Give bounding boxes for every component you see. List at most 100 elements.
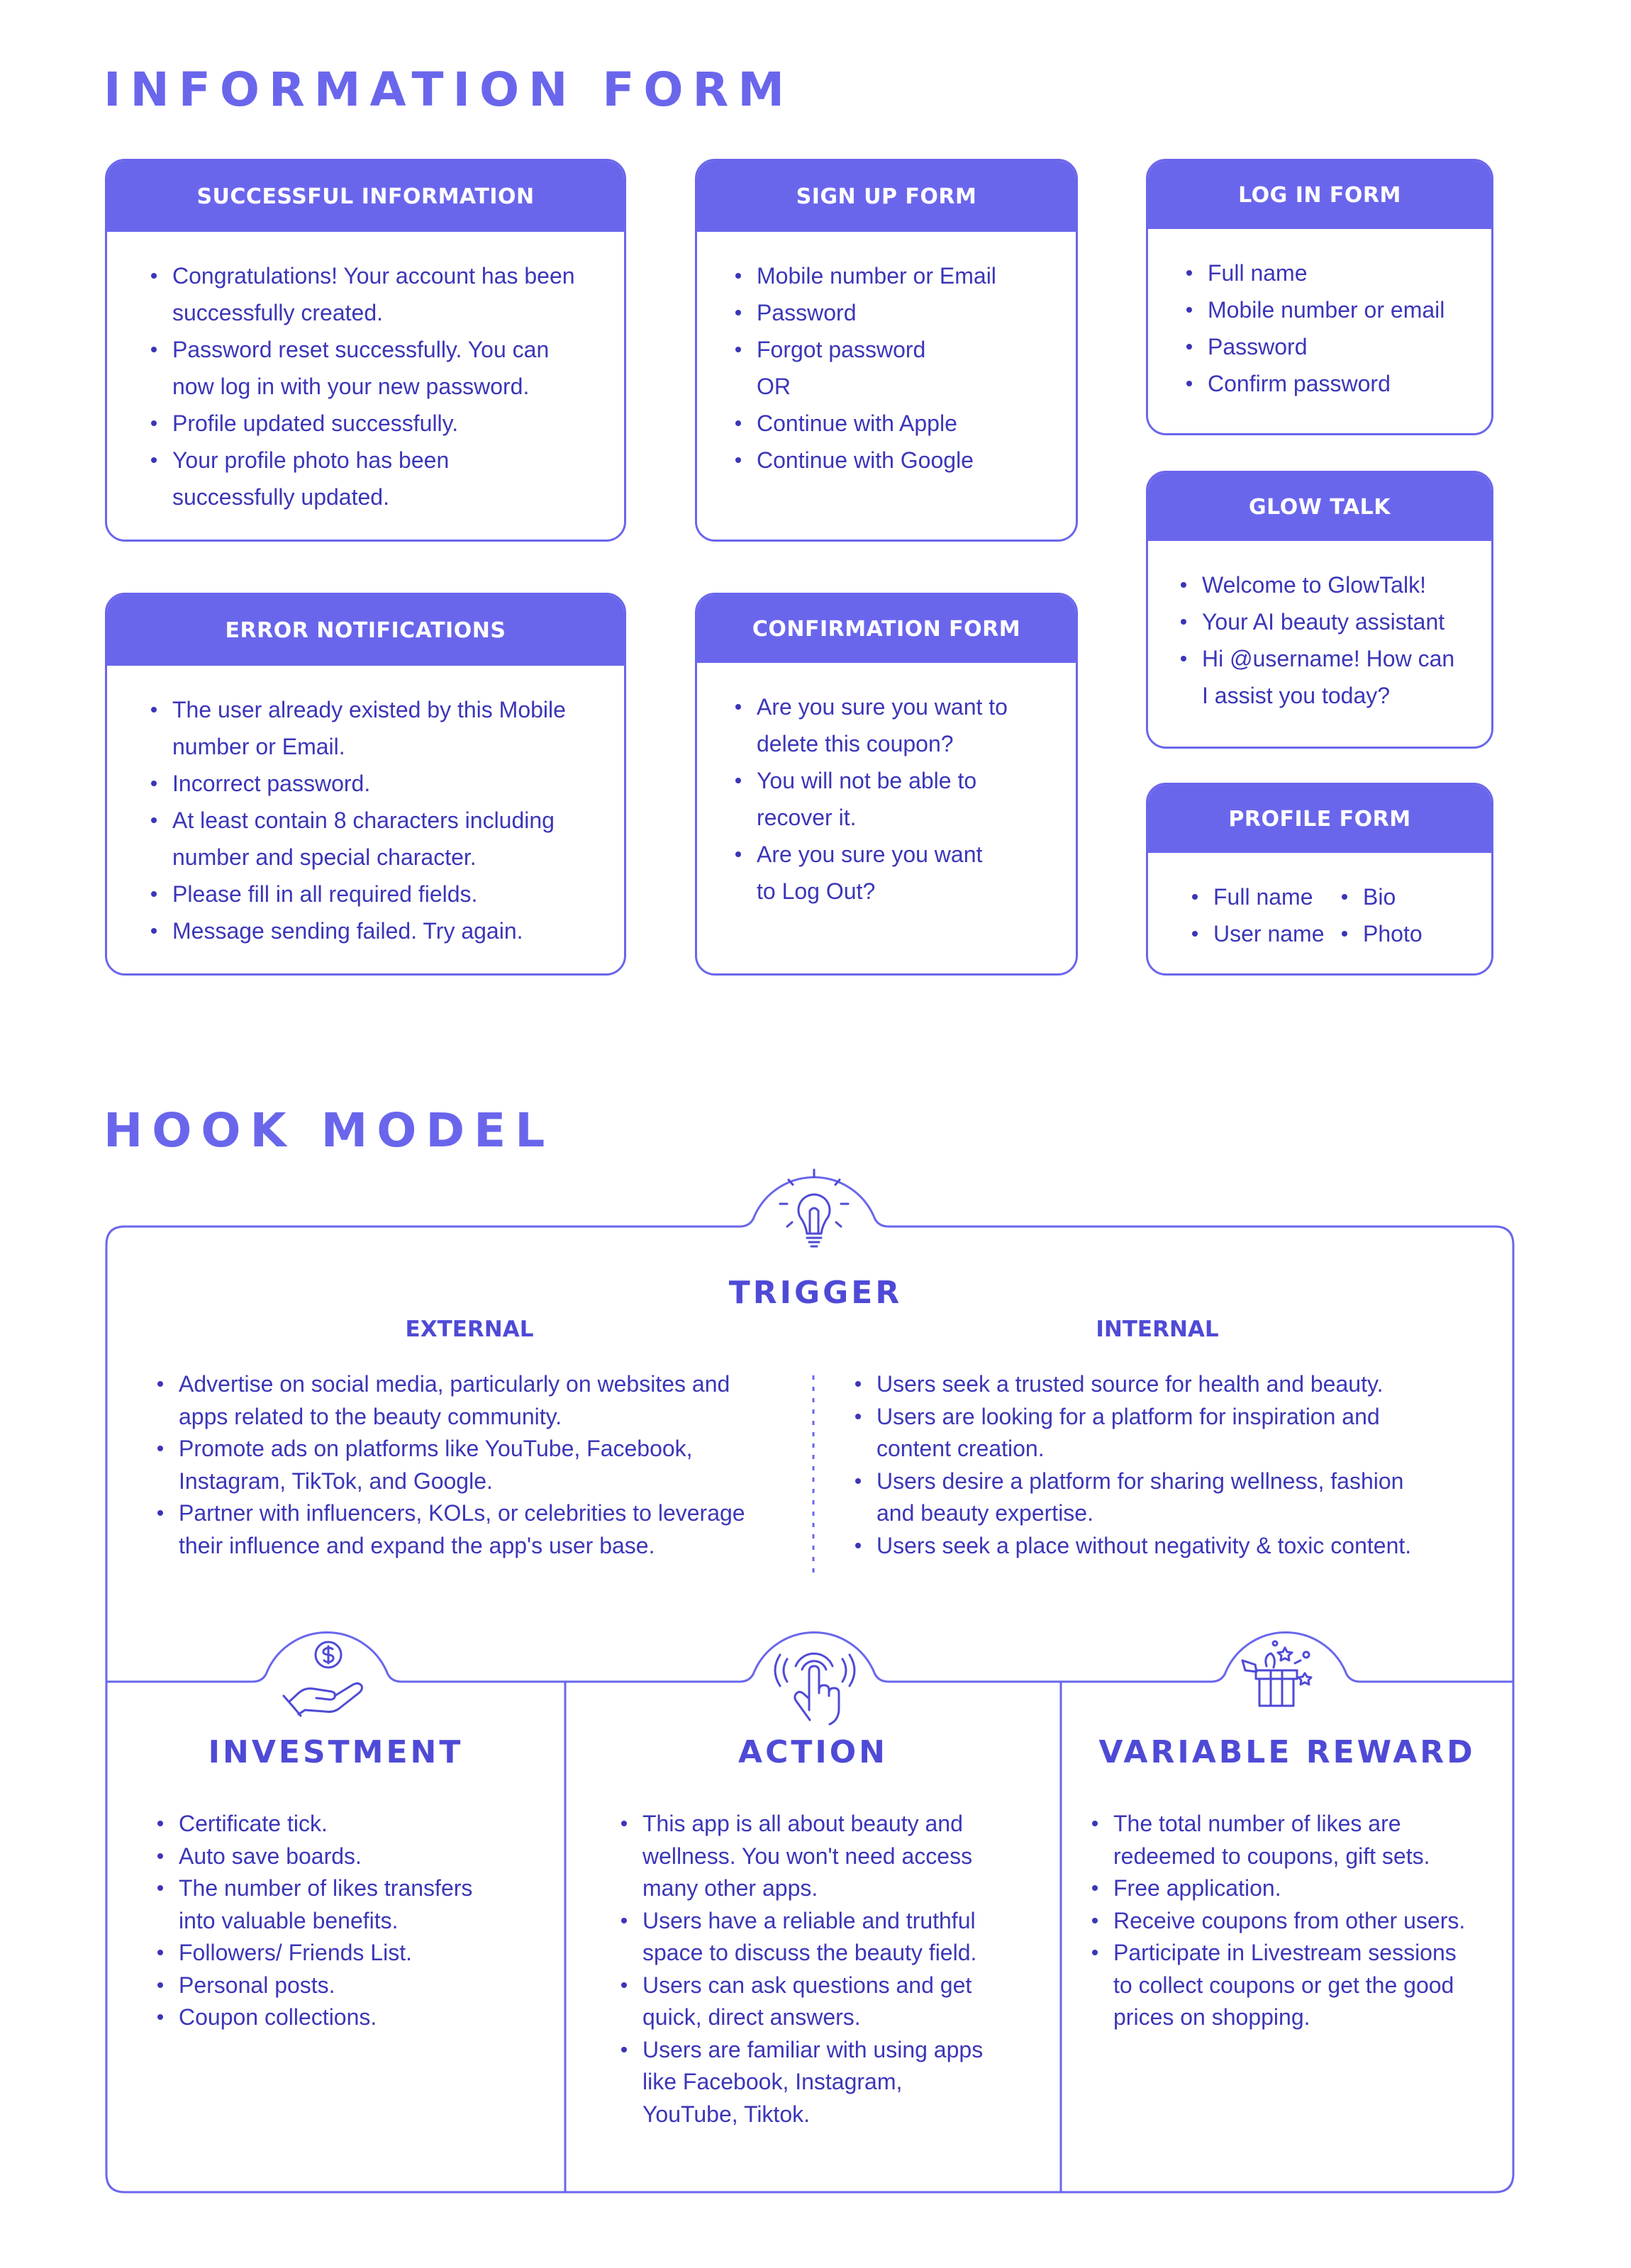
list-item: Continue with Google xyxy=(735,442,1054,479)
list-item: Advertise on social media, particularly … xyxy=(157,1368,796,1401)
list-item: Congratulations! Your account has been xyxy=(151,257,603,294)
information-form-title: INFORMATION FORM xyxy=(104,62,794,117)
list-item: content creation. xyxy=(876,1436,1045,1461)
glow-talk-list: Welcome to GlowTalk! Your AI beauty assi… xyxy=(1148,566,1491,714)
hook-model-title: HOOK MODEL xyxy=(104,1103,555,1158)
list-item: prices on shopping. xyxy=(1113,2004,1310,2030)
list-item: User name xyxy=(1192,915,1342,952)
confirmation-list: Are you sure you want to delete this cou… xyxy=(697,688,1076,910)
list-item: Partner with influencers, KOLs, or celeb… xyxy=(157,1497,796,1530)
sign-up-list: Mobile number or Email Password Forgot p… xyxy=(697,257,1076,479)
list-item: Users are looking for a platform for ins… xyxy=(855,1401,1493,1434)
list-item: redeemed to coupons, gift sets. xyxy=(1113,1843,1430,1869)
list-item: Users seek a place without negativity & … xyxy=(855,1530,1493,1563)
list-item: Receive coupons from other users. xyxy=(1092,1905,1507,1938)
error-list: The user already existed by this Mobile … xyxy=(107,691,624,949)
profile-form-card: PROFILE FORM Full name User name Bio Pho… xyxy=(1146,783,1493,976)
list-item: to collect coupons or get the good xyxy=(1113,1972,1454,1998)
list-item: I assist you today? xyxy=(1202,683,1391,708)
list-item: quick, direct answers. xyxy=(642,2004,861,2030)
list-item: Users have a reliable and truthful xyxy=(621,1905,1047,1938)
internal-trigger-list: Users seek a trusted source for health a… xyxy=(855,1368,1493,1562)
list-item: Welcome to GlowTalk! xyxy=(1181,566,1470,603)
list-item: The number of likes transfers xyxy=(157,1872,555,1905)
list-item: wellness. You won't need access xyxy=(642,1843,973,1869)
list-item: At least contain 8 characters including xyxy=(151,802,603,839)
list-item: Users are familiar with using apps xyxy=(621,2034,1047,2067)
sign-up-form-card: SIGN UP FORM Mobile number or Email Pass… xyxy=(695,159,1078,542)
log-in-form-card: LOG IN FORM Full name Mobile number or e… xyxy=(1146,159,1493,435)
hand-coin-icon xyxy=(282,1641,363,1717)
error-notifications-card: ERROR NOTIFICATIONS The user already exi… xyxy=(105,593,626,976)
list-item: space to discuss the beauty field. xyxy=(642,1940,977,1965)
variable-reward-title: VARIABLE REWARD xyxy=(1098,1734,1476,1770)
or-separator: OR xyxy=(757,374,791,399)
list-item: into valuable benefits. xyxy=(179,1907,399,1933)
list-item: The user already existed by this Mobile xyxy=(151,691,603,728)
list-item: Password xyxy=(1186,328,1470,365)
card-header: SUCCESSFUL INFORMATION xyxy=(107,161,624,232)
list-item: and beauty expertise. xyxy=(876,1500,1093,1526)
list-item: Your profile photo has been xyxy=(151,442,603,479)
list-item: The total number of likes are xyxy=(1092,1808,1507,1840)
list-item: Message sending failed. Try again. xyxy=(151,912,603,949)
list-item: successfully updated. xyxy=(172,484,389,510)
list-item: Mobile number or email xyxy=(1186,291,1470,328)
list-item: Confirm password xyxy=(1186,365,1470,402)
card-header: SIGN UP FORM xyxy=(697,161,1076,232)
glow-talk-card: GLOW TALK Welcome to GlowTalk! Your AI b… xyxy=(1146,471,1493,749)
card-header: PROFILE FORM xyxy=(1148,785,1491,853)
card-header: ERROR NOTIFICATIONS xyxy=(107,595,624,666)
card-header: GLOW TALK xyxy=(1148,473,1491,541)
list-item: Continue with Apple xyxy=(735,405,1054,442)
card-header: LOG IN FORM xyxy=(1148,161,1491,229)
list-item: Participate in Livestream sessions xyxy=(1092,1937,1507,1970)
list-item: Profile updated successfully. xyxy=(151,405,603,442)
list-item: Password reset successfully. You can xyxy=(151,331,603,368)
touch-gesture-icon xyxy=(774,1652,856,1726)
external-title: EXTERNAL xyxy=(405,1317,534,1342)
list-item: apps related to the beauty community. xyxy=(179,1403,562,1429)
list-item: Instagram, TikTok, and Google. xyxy=(179,1468,493,1494)
list-item: Personal posts. xyxy=(157,1970,555,2002)
successful-information-card: SUCCESSFUL INFORMATION Congratulations! … xyxy=(105,159,626,542)
list-item: their influence and expand the app's use… xyxy=(179,1532,655,1558)
list-item: Full name xyxy=(1186,255,1470,291)
list-item: You will not be able to xyxy=(735,762,1054,799)
list-item: Free application. xyxy=(1092,1872,1507,1905)
list-item: This app is all about beauty and xyxy=(621,1808,1047,1840)
list-item: many other apps. xyxy=(642,1875,818,1901)
list-item: number and special character. xyxy=(172,844,477,870)
confirmation-form-card: CONFIRMATION FORM Are you sure you want … xyxy=(695,593,1078,976)
gift-box-icon xyxy=(1241,1640,1313,1707)
lightbulb-icon xyxy=(779,1168,850,1248)
list-item: to Log Out? xyxy=(757,878,876,904)
list-item: Are you sure you want to xyxy=(735,688,1054,725)
list-item: Users can ask questions and get xyxy=(621,1970,1047,2002)
list-item: recover it. xyxy=(757,805,857,830)
list-item: Users desire a platform for sharing well… xyxy=(855,1465,1493,1498)
list-item: like Facebook, Instagram, xyxy=(642,2069,903,2094)
list-item: Your AI beauty assistant xyxy=(1181,603,1470,640)
list-item: Coupon collections. xyxy=(157,2001,555,2034)
list-item: Auto save boards. xyxy=(157,1840,555,1873)
action-list: This app is all about beauty and wellnes… xyxy=(621,1808,1047,2130)
list-item: Users seek a trusted source for health a… xyxy=(855,1368,1493,1401)
list-item: Promote ads on platforms like YouTube, F… xyxy=(157,1433,796,1465)
action-title: ACTION xyxy=(738,1734,888,1770)
list-item: Please fill in all required fields. xyxy=(151,876,603,912)
list-item: Followers/ Friends List. xyxy=(157,1937,555,1970)
list-item: Hi @username! How can xyxy=(1181,640,1470,677)
list-item: Full name xyxy=(1192,878,1342,915)
investment-list: Certificate tick. Auto save boards. The … xyxy=(157,1808,555,2034)
list-item: Photo xyxy=(1342,915,1491,952)
list-item: Bio xyxy=(1342,878,1491,915)
successful-list: Congratulations! Your account has been s… xyxy=(107,257,624,515)
list-item: Certificate tick. xyxy=(157,1808,555,1840)
profile-column: Full name User name xyxy=(1192,878,1342,952)
list-item: successfully created. xyxy=(172,300,384,325)
list-item: Incorrect password. xyxy=(151,765,603,802)
external-trigger-list: Advertise on social media, particularly … xyxy=(157,1368,796,1562)
list-item: Are you sure you want xyxy=(735,836,1054,873)
